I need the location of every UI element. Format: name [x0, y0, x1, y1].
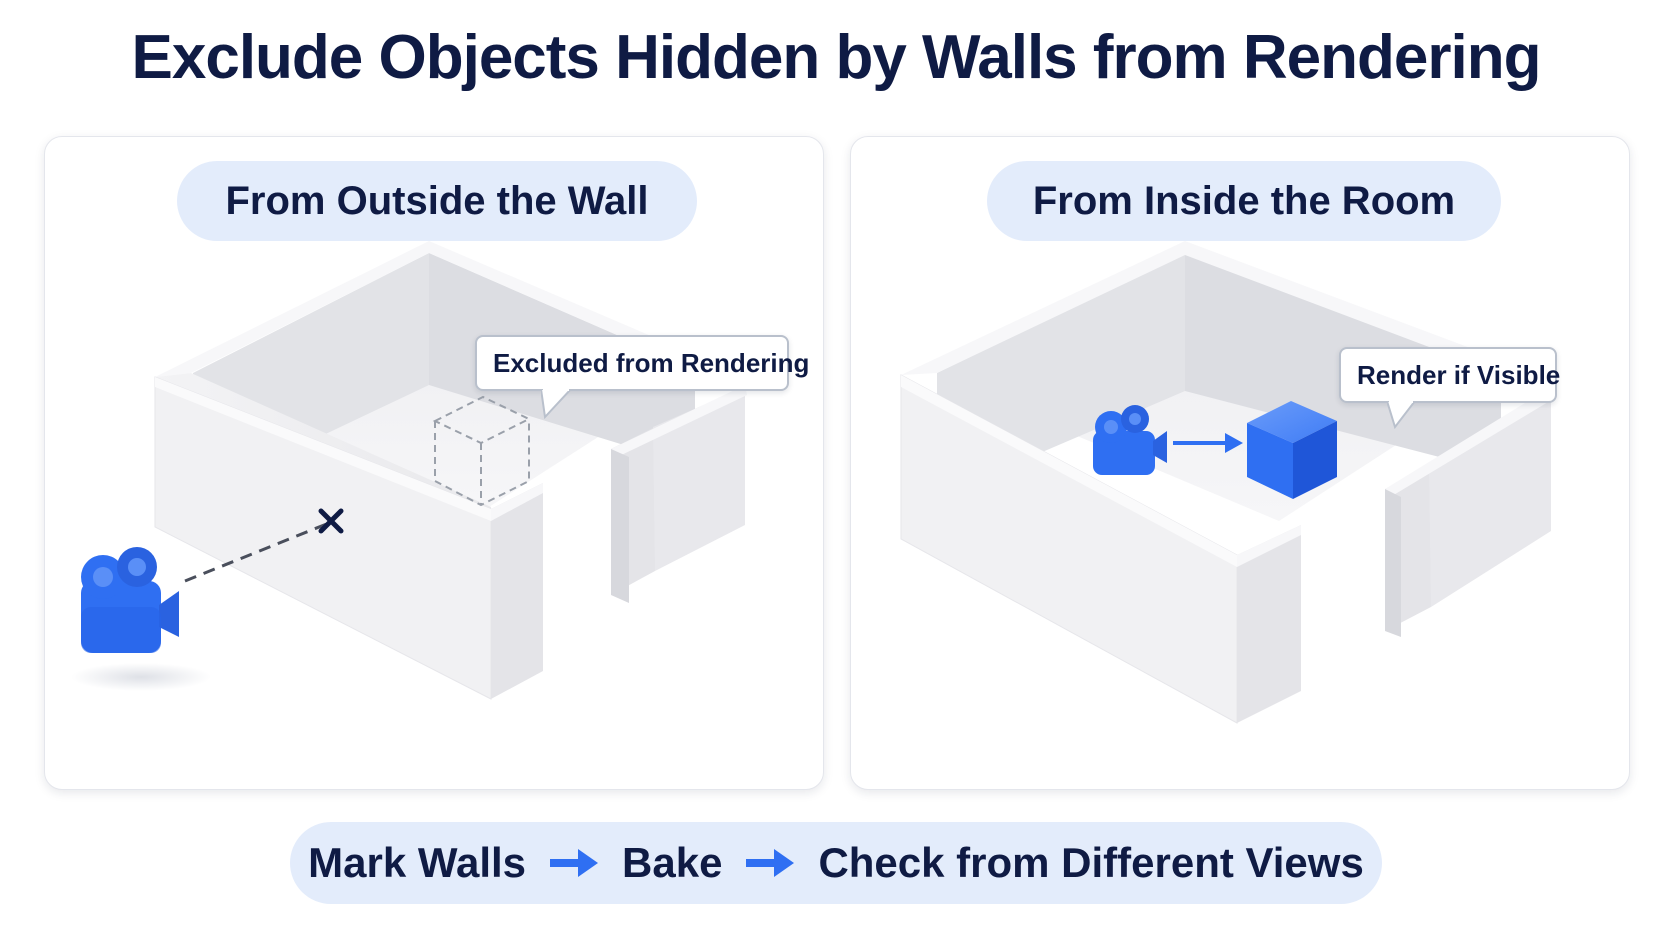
panel-heading-inside: From Inside the Room [987, 161, 1501, 241]
callout-excluded-pointer [541, 389, 573, 419]
step-mark-walls: Mark Walls [308, 839, 527, 886]
dashed-cube-icon [432, 395, 532, 507]
inside-room-illustration [900, 241, 1553, 724]
panel-inside-room: From Inside the Room Render if Visible [850, 136, 1630, 790]
panel-outside-wall: From Outside the Wall Excluded from Rend… [44, 136, 824, 790]
x-mark-icon [318, 508, 344, 534]
room-walls [900, 241, 1553, 724]
workflow-steps: Mark Walls Bake Check from Different Vie… [290, 822, 1382, 904]
callout-render: Render if Visible [1339, 347, 1560, 403]
panel-heading-outside: From Outside the Wall [177, 161, 697, 241]
step-check-views: Check from Different Views [818, 839, 1364, 886]
room-walls [154, 241, 747, 700]
callout-render-pointer [1387, 401, 1417, 430]
arrow-right-icon [1173, 433, 1243, 453]
outside-wall-illustration [71, 241, 747, 700]
line-of-sight [184, 521, 330, 583]
step-bake: Bake [622, 839, 723, 886]
video-camera-icon [81, 547, 179, 653]
arrow-right-icon [744, 847, 796, 879]
page-title: Exclude Objects Hidden by Walls from Ren… [131, 23, 1542, 92]
video-camera-icon [1093, 405, 1167, 475]
solid-cube-icon [1247, 401, 1337, 499]
callout-excluded: Excluded from Rendering [475, 335, 809, 391]
arrow-right-icon [548, 847, 600, 879]
